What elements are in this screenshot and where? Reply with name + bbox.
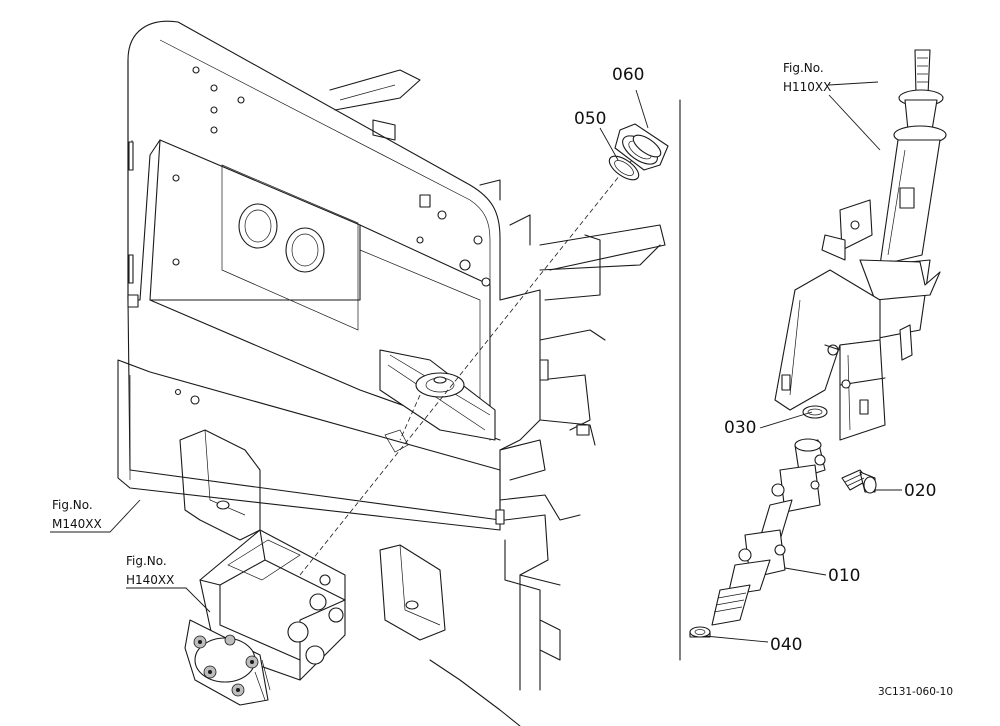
circlip-050 (608, 155, 640, 181)
part-label-060[interactable]: 060 (612, 65, 644, 85)
figref-h110-line1[interactable]: Fig.No. (783, 61, 824, 75)
leader-lines (50, 81, 902, 643)
assembly-centerlines (299, 149, 641, 576)
figref-h140-line2[interactable]: H140XX (126, 573, 174, 587)
bearing-060 (614, 123, 669, 171)
steering-valve (184, 529, 346, 706)
spacer-030 (802, 405, 828, 419)
figref-m140-line2[interactable]: M140XX (52, 517, 102, 531)
figref-m140-line1[interactable]: Fig.No. (52, 498, 93, 512)
callout-labels: 060 050 030 020 010 040 Fig.No. H110XX F… (52, 61, 953, 698)
column-mount-flange (379, 349, 496, 453)
steering-support-frame (117, 20, 666, 726)
figref-h110-line2[interactable]: H110XX (783, 80, 831, 94)
part-label-050[interactable]: 050 (574, 109, 606, 129)
universal-joint-shaft-010 (711, 438, 826, 626)
part-label-040[interactable]: 040 (770, 635, 802, 655)
part-label-010[interactable]: 010 (828, 566, 860, 586)
bolt-020 (841, 469, 877, 494)
drawing-code: 3C131-060-10 (878, 686, 953, 698)
part-label-030[interactable]: 030 (724, 418, 756, 438)
nut-040 (689, 626, 711, 638)
steering-column (774, 49, 947, 441)
figref-h140-line1[interactable]: Fig.No. (126, 554, 167, 568)
part-label-020[interactable]: 020 (904, 481, 936, 501)
